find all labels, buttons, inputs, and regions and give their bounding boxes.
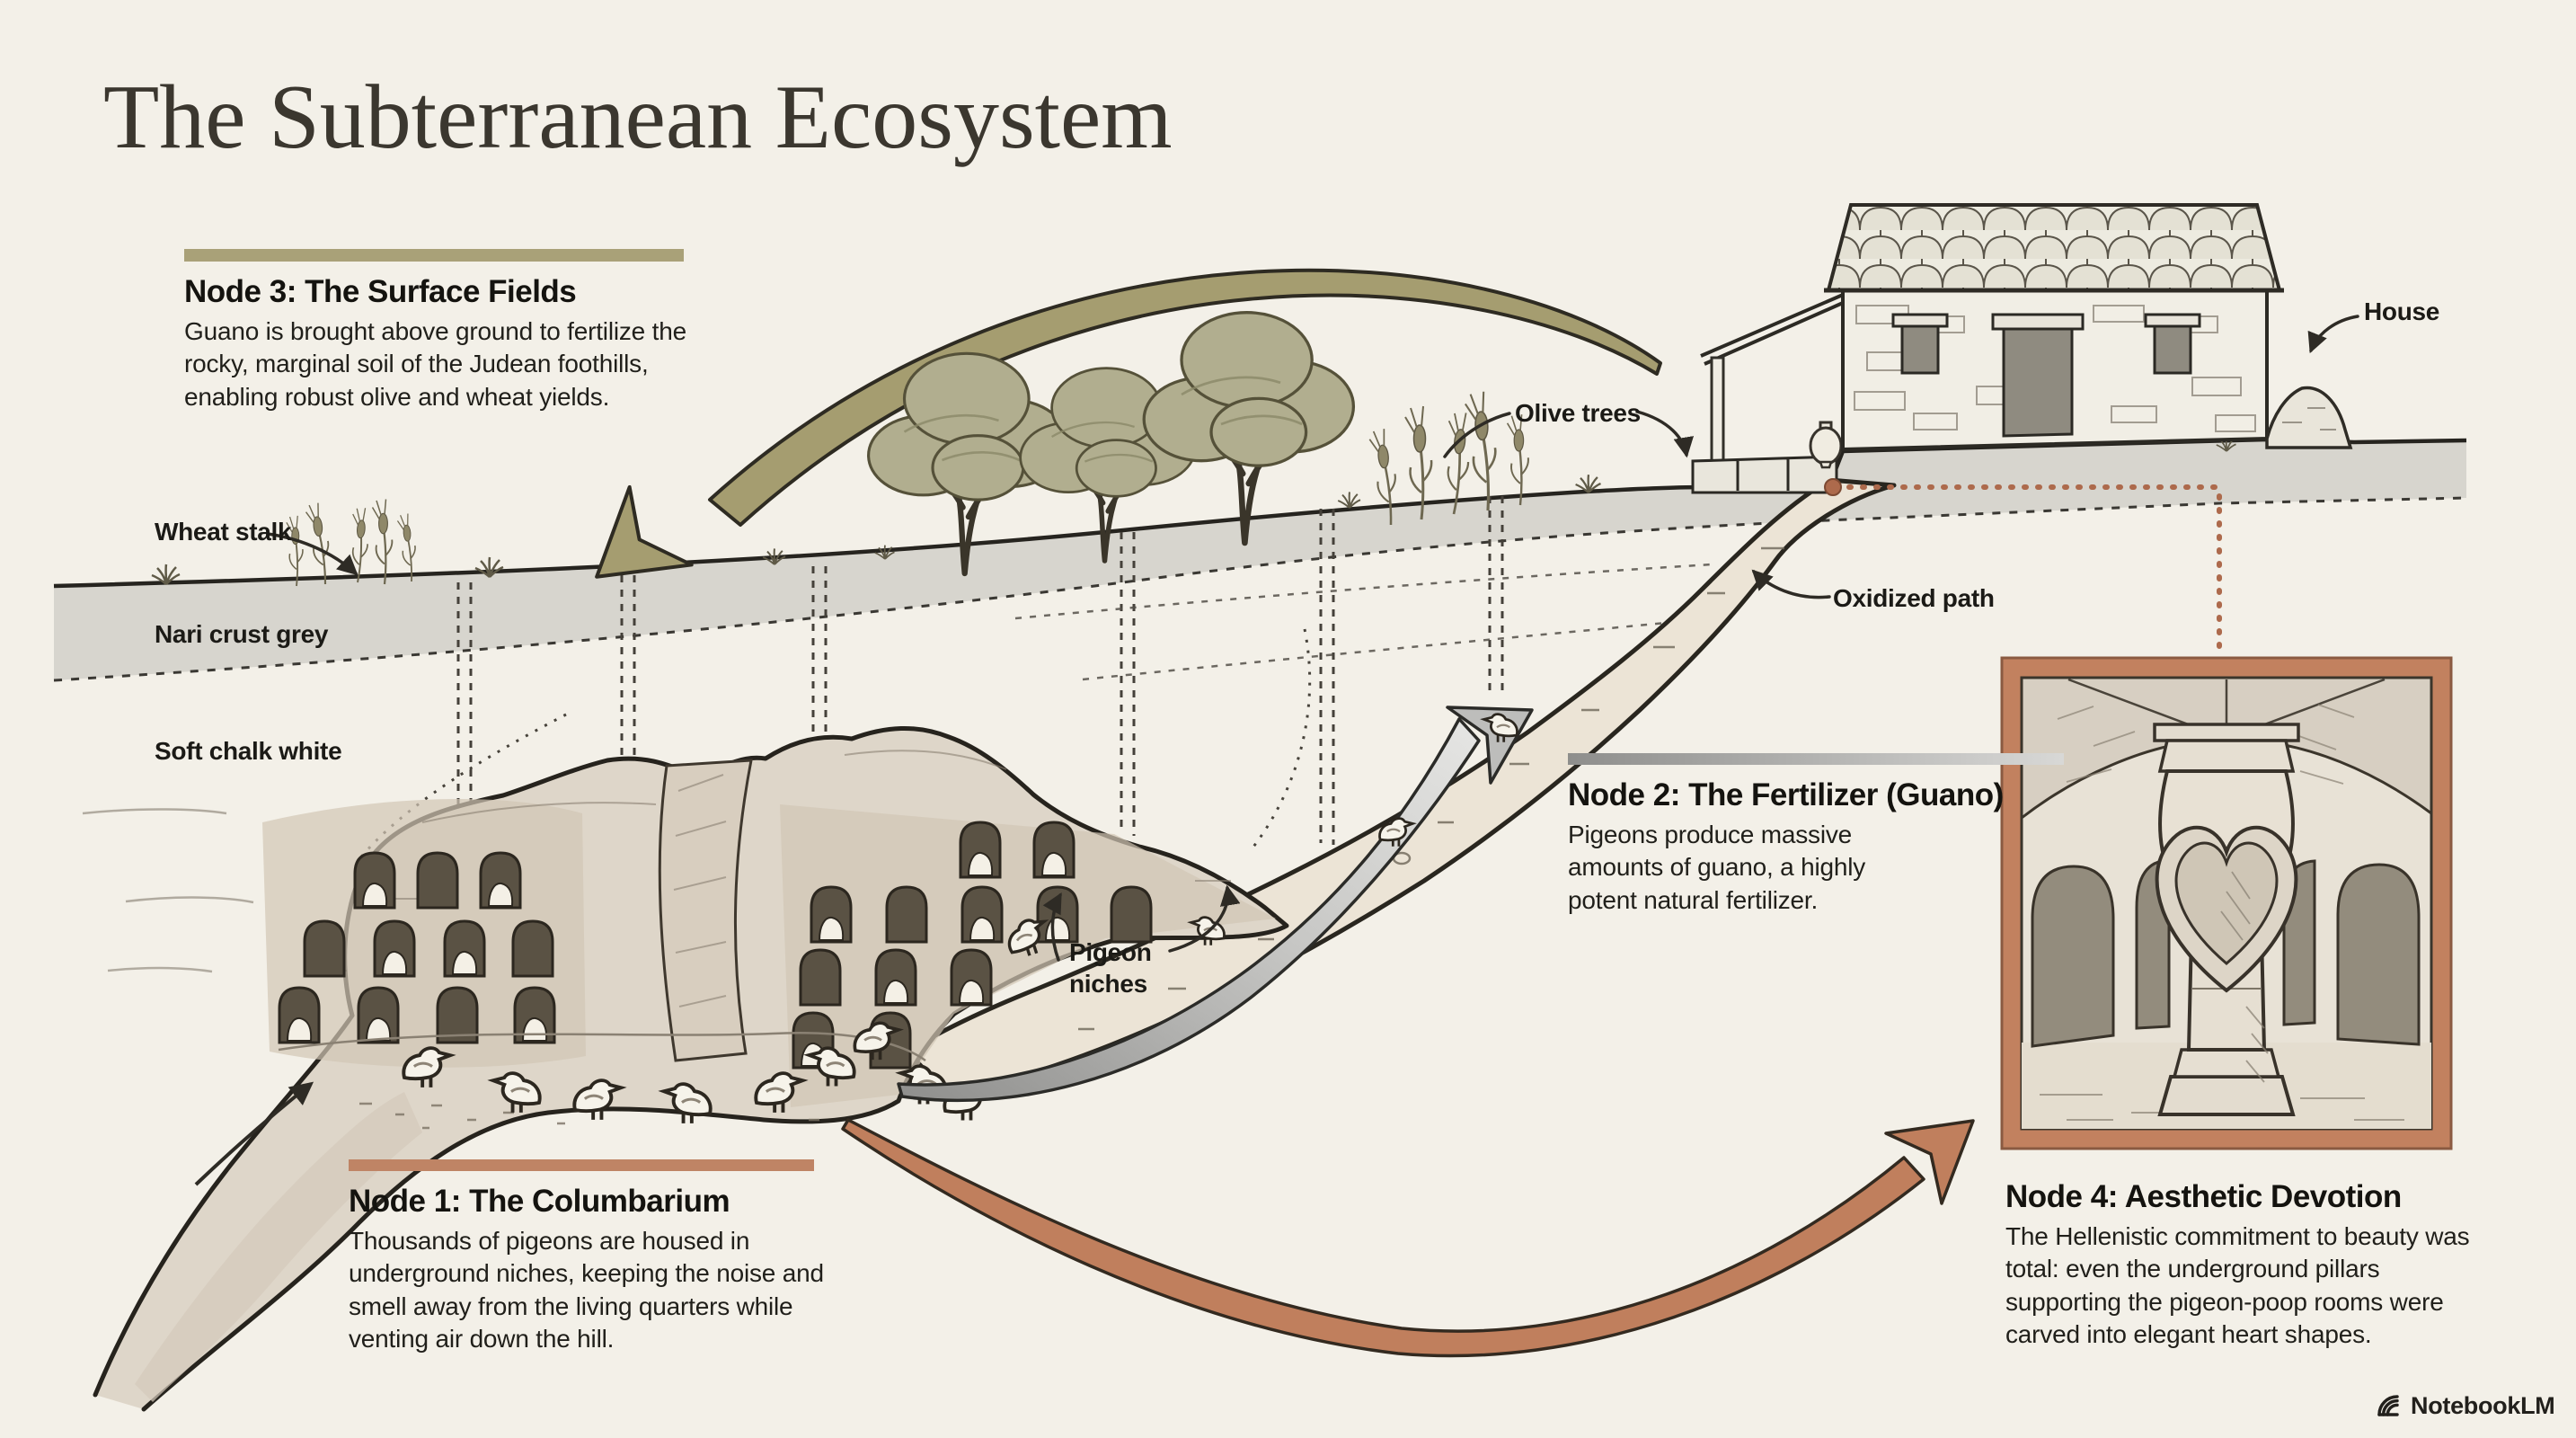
porch-roof xyxy=(1700,293,1844,366)
node2-accent-bar xyxy=(1568,753,2064,765)
label-olive-trees: Olive trees xyxy=(1515,399,1641,427)
label-pigeon-niches: Pigeon niches xyxy=(1069,938,1152,998)
door-lintel xyxy=(1991,313,2085,331)
air-vent-arrow xyxy=(194,1081,314,1186)
node2-body: Pigeons produce massive amounts of guano… xyxy=(1568,821,1866,914)
house-illustration xyxy=(1691,203,2353,494)
node4-aesthetic-devotion-card: Node 4: Aesthetic Devotion The Hellenist… xyxy=(2005,1179,2495,1352)
notebooklm-icon xyxy=(2377,1395,2399,1416)
vent-shaft-lines xyxy=(456,496,1504,845)
columbarium-cave xyxy=(93,725,1289,1412)
oxidized-path-pointer xyxy=(1751,569,1831,599)
arrow-guano-to-fields xyxy=(595,268,1662,579)
node4-heading: Node 4: Aesthetic Devotion xyxy=(2005,1179,2402,1214)
strata-guide-dotted xyxy=(1014,563,1713,681)
guano-speckles xyxy=(359,1102,819,1130)
node1-heading: Node 1: The Columbarium xyxy=(349,1184,730,1219)
oxidized-dotted-line xyxy=(1824,478,2222,655)
page-title: The Subterranean Ecosystem xyxy=(103,67,1173,168)
node1-columbarium-card: Node 1: The Columbarium Thousands of pig… xyxy=(349,1159,825,1356)
porch-platform xyxy=(1691,455,1838,494)
door xyxy=(2002,327,2074,438)
label-wheat-stalk: Wheat stalk xyxy=(155,518,292,546)
pigeon-niches-pointer-left xyxy=(1042,892,1062,962)
notebooklm-logo: NotebookLM xyxy=(2374,1391,2555,1420)
window-lintel-left xyxy=(1891,313,1949,328)
wheat-stalk-pointer xyxy=(266,532,359,576)
label-house: House xyxy=(2364,297,2440,325)
label-oxidized-path: Oxidized path xyxy=(1833,584,1995,612)
heart-pillar-framed-illustration xyxy=(2000,656,2453,1150)
node3-heading: Node 3: The Surface Fields xyxy=(184,274,577,309)
pointer-arrows xyxy=(266,315,2359,962)
label-nari-crust: Nari crust grey xyxy=(155,620,329,648)
notebooklm-wordmark: NotebookLM xyxy=(2411,1391,2555,1419)
window-right xyxy=(2153,324,2192,375)
porch-post xyxy=(1710,356,1725,478)
house-pointer xyxy=(2307,315,2359,354)
node3-surface-fields-card: Node 3: The Surface Fields Guano is brou… xyxy=(184,249,710,413)
chalk-sketch-lines xyxy=(82,808,254,973)
pigeon-niches-pointer-right xyxy=(1168,884,1241,953)
arrow-columbarium-to-devotion xyxy=(841,1118,1975,1358)
nari-crust-band xyxy=(53,437,2467,682)
cave-hatching xyxy=(314,750,1231,1007)
olive-trees-leader-left xyxy=(1443,412,1511,458)
label-soft-chalk: Soft chalk white xyxy=(155,737,342,765)
node2-heading: Node 2: The Fertilizer (Guano) xyxy=(1568,777,2004,812)
tiled-roof xyxy=(1826,203,2282,292)
rubble-mound xyxy=(2265,386,2353,449)
window-left xyxy=(1900,324,1940,375)
olive-trees-pointer xyxy=(1635,410,1695,458)
node3-accent-bar xyxy=(184,249,684,262)
window-lintel-right xyxy=(2144,313,2201,328)
node4-body: The Hellenistic commitment to beauty was… xyxy=(2005,1222,2470,1349)
node2-fertilizer-card: Node 2: The Fertilizer (Guano) Pigeons p… xyxy=(1568,753,2064,917)
node3-body: Guano is brought above ground to fertili… xyxy=(184,317,686,411)
node1-accent-bar xyxy=(349,1159,814,1171)
amphora xyxy=(1809,421,1843,469)
node1-body: Thousands of pigeons are housed in under… xyxy=(349,1227,824,1354)
